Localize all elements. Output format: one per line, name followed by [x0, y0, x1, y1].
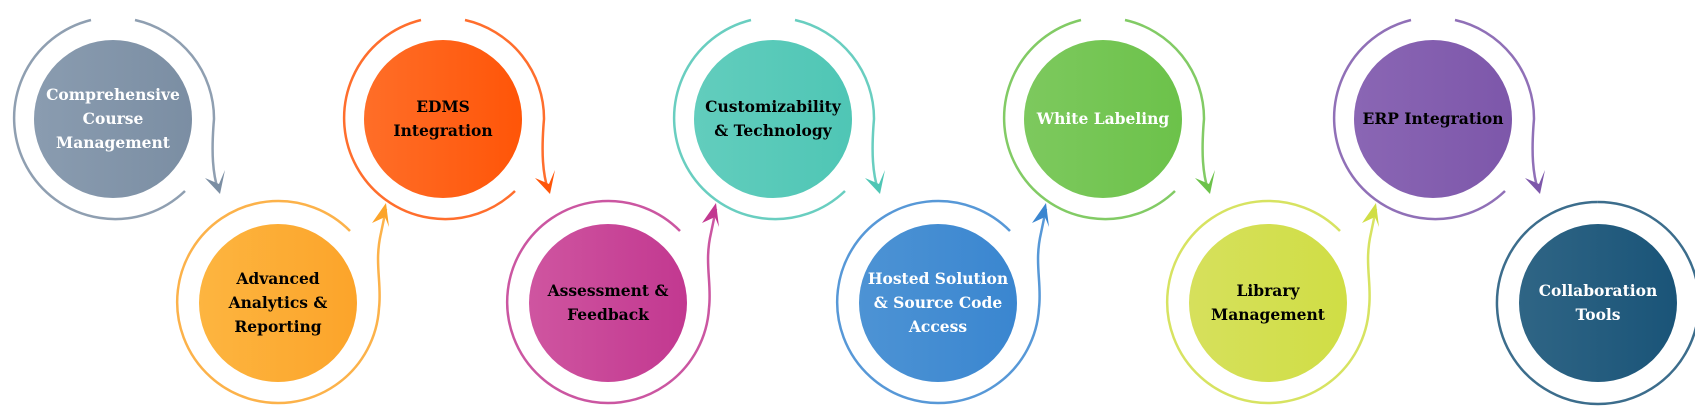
ring-step-1	[12, 18, 225, 221]
ring-arrow	[794, 18, 880, 191]
step-label-line: Tools	[1575, 305, 1621, 324]
step-circle-5: Customizability & Technology	[694, 40, 852, 198]
ring-arc	[672, 18, 846, 221]
step-label-line: EDMS	[416, 97, 470, 116]
ring-arc	[1002, 18, 1176, 221]
ring-arc	[1165, 199, 1371, 405]
arrow-up-icon	[1032, 203, 1049, 227]
ring-arrow	[376, 208, 388, 309]
step-label-line: Integration	[393, 121, 493, 140]
step-label-line: Advanced	[236, 269, 320, 288]
step-label-line: Customizability	[705, 97, 841, 116]
ring-step-3	[342, 18, 555, 221]
ring-step-7	[1002, 18, 1215, 221]
arrow-down-icon	[865, 170, 885, 194]
step-label-line: & Technology	[714, 121, 832, 140]
arrow-down-icon	[535, 170, 555, 194]
ring-step-10	[1495, 200, 1695, 406]
ring-step-2	[175, 199, 389, 405]
step-label: Customizability & Technology	[701, 95, 845, 143]
step-label-line: Comprehensive	[46, 85, 180, 104]
step-label-line: ERP Integration	[1362, 109, 1504, 128]
step-circle-7: White Labeling	[1024, 40, 1182, 198]
arrow-up-icon	[702, 203, 719, 227]
ring-arc	[835, 199, 1041, 405]
step-label: EDMS Integration	[389, 95, 496, 143]
ring-step-8	[1165, 199, 1379, 405]
ring-arrow	[1036, 208, 1048, 309]
step-label-line: Assessment &	[547, 281, 669, 300]
step-label-line: Feedback	[567, 305, 649, 324]
ring-arrow	[464, 18, 550, 191]
ring-arrow	[1366, 208, 1378, 309]
ring-arrow	[1454, 18, 1540, 191]
arrow-up-icon	[372, 203, 389, 227]
step-label-line: Hosted Solution	[867, 269, 1009, 288]
step-label-line: Analytics &	[228, 293, 328, 312]
arrow-down-icon	[205, 170, 225, 194]
ring-arc	[505, 199, 711, 405]
step-circle-3: EDMS Integration	[364, 40, 522, 198]
step-label: ERP Integration	[1359, 107, 1508, 131]
ring-step-5	[672, 18, 885, 221]
step-label-line: Course	[82, 109, 144, 128]
ring-arrow	[706, 208, 718, 309]
step-label-line: Library	[1236, 281, 1300, 300]
arrow-up-icon	[1362, 203, 1379, 227]
step-label-line: Access	[908, 317, 968, 336]
ring-step-4	[505, 199, 719, 405]
step-label-line: Management	[56, 133, 170, 152]
ring-arc	[12, 18, 186, 221]
ring-arrow	[134, 18, 220, 191]
arrow-down-icon	[1195, 170, 1215, 194]
ring-step-6	[835, 199, 1049, 405]
ring-arrow	[1124, 18, 1210, 191]
step-label-line: Reporting	[234, 317, 322, 336]
step-circle-4: Assessment & Feedback	[529, 224, 687, 382]
ring-circle	[1495, 200, 1695, 406]
ring-arc	[342, 18, 516, 221]
ring-step-9	[1332, 18, 1545, 221]
step-label-line: Management	[1211, 305, 1325, 324]
ring-arc	[175, 199, 381, 405]
arrow-down-icon	[1525, 170, 1545, 194]
step-label-line: Collaboration	[1538, 281, 1658, 300]
step-label: White Labeling	[1033, 107, 1174, 131]
step-label: Assessment & Feedback	[544, 279, 673, 327]
ring-arc	[1332, 18, 1506, 221]
step-circle-9: ERP Integration	[1354, 40, 1512, 198]
step-label-line: White Labeling	[1036, 109, 1170, 128]
step-label-line: & Source Code	[873, 293, 1003, 312]
